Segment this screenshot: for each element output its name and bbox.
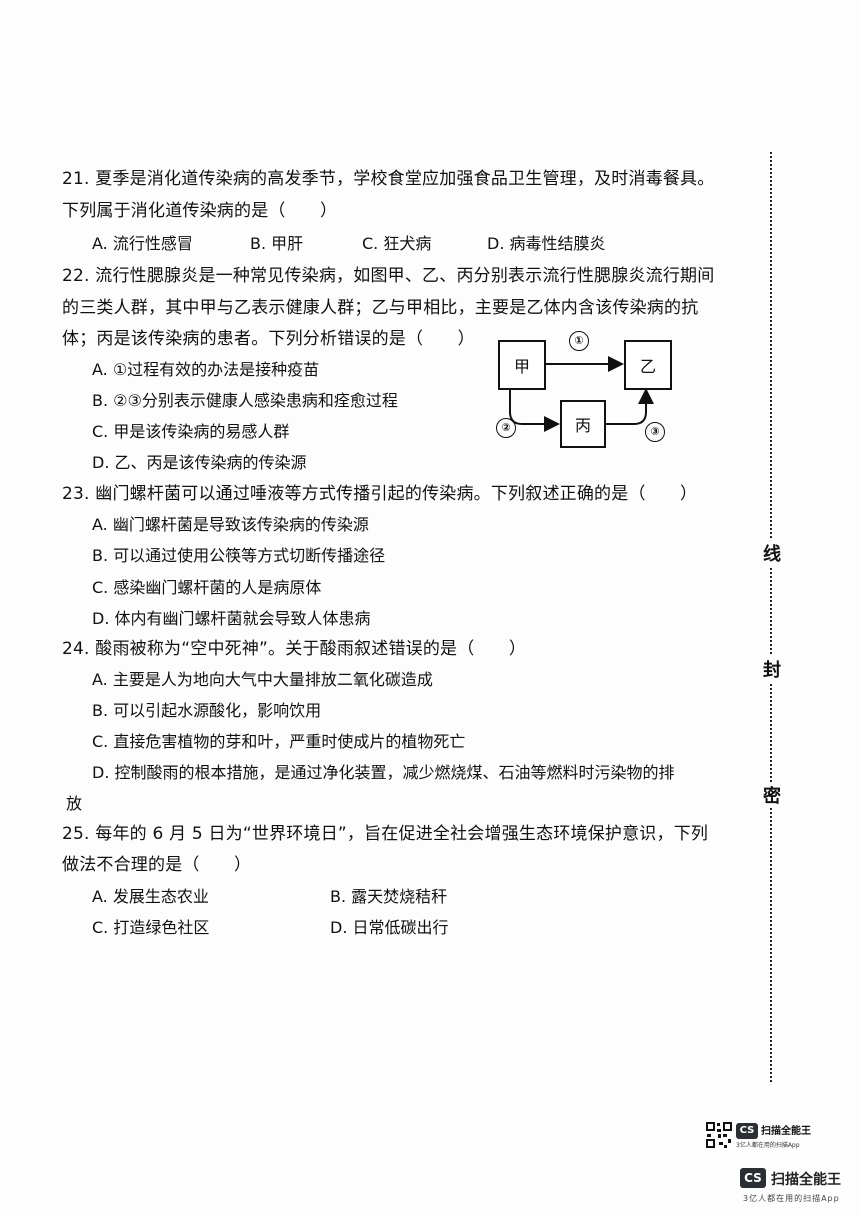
q24-option-d: D. 控制酸雨的根本措施，是通过净化装置，减少燃烧煤、石油等燃料时污染物的排 (92, 763, 675, 782)
seal-char-mi: 密 (758, 782, 786, 808)
q25-stem-line2: 做法不合理的是（ ） (62, 855, 252, 875)
camscanner-logo-icon: CS (736, 1123, 758, 1139)
q23-option-d: D. 体内有幽门螺杆菌就会导致人体患病 (92, 609, 371, 628)
q24-option-c: C. 直接危害植物的芽和叶，严重时使成片的植物死亡 (92, 732, 466, 751)
watermark-title-small: 扫描全能王 (761, 1126, 811, 1137)
q25-option-c: C. 打造绿色社区 (92, 918, 210, 937)
q22-option-a: A. ①过程有效的办法是接种疫苗 (92, 360, 320, 379)
q21-option-a: A. 流行性感冒 (92, 234, 193, 253)
q23-option-b: B. 可以通过使用公筷等方式切断传播途径 (92, 546, 386, 565)
q23-option-a: A. 幽门螺杆菌是导致该传染病的传染源 (92, 515, 369, 534)
q22-option-d: D. 乙、丙是该传染病的传染源 (92, 453, 307, 472)
q22-stem-line3: 体；丙是该传染病的患者。下列分析错误的是（ ） (62, 329, 475, 349)
seal-char-xian: 线 (758, 540, 786, 566)
label-process-1: ① (569, 331, 589, 351)
q24-stem-line1: 24. 酸雨被称为“空中死神”。关于酸雨叙述错误的是（ ） (62, 639, 527, 659)
watermark-title-large: 扫描全能王 (771, 1172, 841, 1188)
q22-stem-line1: 22. 流行性腮腺炎是一种常见传染病，如图甲、乙、丙分别表示流行性腮腺炎流行期间 (62, 266, 715, 286)
node-jia: 甲 (498, 340, 546, 390)
q23-stem-line1: 23. 幽门螺杆菌可以通过唾液等方式传播引起的传染病。下列叙述正确的是（ ） (62, 484, 698, 504)
q24-option-a: A. 主要是人为地向大气中大量排放二氧化碳造成 (92, 670, 433, 689)
arrow-2 (509, 389, 560, 432)
q25-option-b: B. 露天焚烧秸秆 (330, 887, 448, 906)
q25-option-d: D. 日常低碳出行 (330, 918, 449, 937)
seal-char-feng: 封 (758, 656, 786, 682)
seal-dotted-line (770, 152, 772, 1082)
qr-code-icon (705, 1121, 733, 1149)
q22-stem-line2: 的三类人群，其中甲与乙表示健康人群；乙与甲相比，主要是乙体内含该传染病的抗 (62, 298, 699, 318)
label-process-2: ② (496, 418, 516, 438)
node-yi: 乙 (624, 340, 672, 390)
camscanner-logo-large-icon: CS (740, 1168, 766, 1188)
q22-option-c: C. 甲是该传染病的易感人群 (92, 422, 290, 441)
q24-option-b: B. 可以引起水源酸化，影响饮用 (92, 701, 322, 720)
q22-option-b: B. ②③分别表示健康人感染患病和痊愈过程 (92, 391, 398, 410)
watermark-subtitle-large: 3亿人都在用的扫描App (743, 1194, 840, 1203)
node-bing: 丙 (560, 400, 606, 448)
q25-stem-line1: 25. 每年的 6 月 5 日为“世界环境日”，旨在促进全社会增强生态环境保护意… (62, 824, 709, 844)
q21-option-c: C. 狂犬病 (362, 234, 432, 253)
label-process-3: ③ (645, 422, 665, 442)
q25-option-a: A. 发展生态农业 (92, 887, 209, 906)
q21-stem-line1: 21. 夏季是消化道传染病的高发季节，学校食堂应加强食品卫生管理，及时消毒餐具。 (62, 169, 715, 189)
q21-option-d: D. 病毒性结膜炎 (487, 234, 606, 253)
q24-option-d-wrap: 放 (66, 794, 83, 813)
q21-option-b: B. 甲肝 (250, 234, 304, 253)
q23-option-c: C. 感染幽门螺杆菌的人是病原体 (92, 578, 322, 597)
watermark-subtitle-small: 3亿人都在用的扫描App (736, 1142, 800, 1149)
q21-stem-line2: 下列属于消化道传染病的是（ ） (62, 201, 338, 221)
arrow-3 (603, 388, 654, 425)
